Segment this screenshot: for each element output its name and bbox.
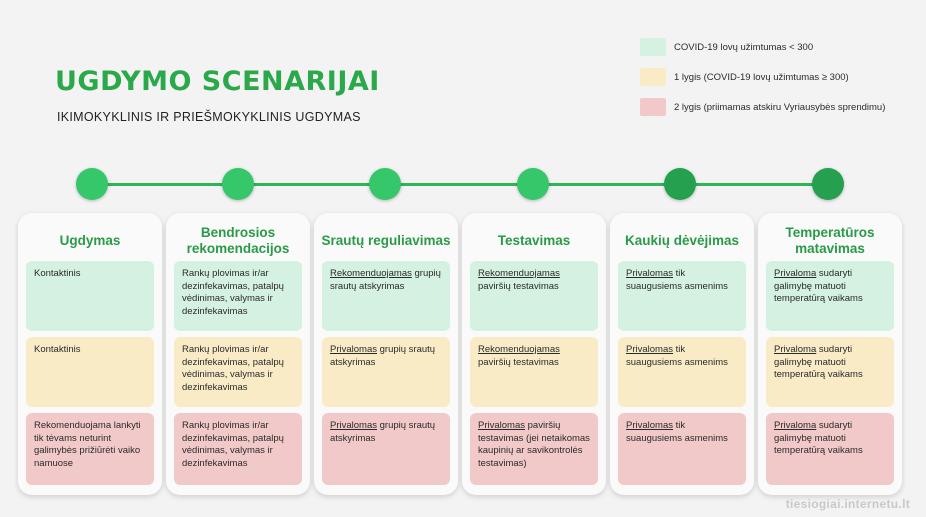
page-title: UGDYMO SCENARIJAI	[55, 66, 380, 97]
yellow-level-cell: Rekomenduojamas paviršių testavimas	[470, 337, 598, 407]
green-level-cell: Kontaktinis	[26, 261, 154, 331]
column-heading: Kaukių dėvėjimas	[624, 233, 740, 248]
red-level-cell: Privalomas paviršių testavimas (jei neta…	[470, 413, 598, 485]
red-level-cell: Privaloma sudaryti galimybę matuoti temp…	[766, 413, 894, 485]
legend-swatch-yellow	[640, 68, 666, 86]
yellow-level-cell: Privalomas tik suaugusiems asmenims	[618, 337, 746, 407]
watermark: tiesiogiai.internetu.lt	[785, 497, 910, 511]
red-level-cell: Privalomas grupių srautų atskyrimas	[322, 413, 450, 485]
column-heading: Testavimas	[497, 233, 571, 248]
red-level-cell: Rankų plovimas ir/ar dezinfekavimas, pat…	[174, 413, 302, 485]
timeline-line	[90, 183, 830, 186]
timeline-dot	[369, 168, 401, 200]
red-level-cell: Privalomas tik suaugusiems asmenims	[618, 413, 746, 485]
yellow-level-cell: Kontaktinis	[26, 337, 154, 407]
page-subtitle: IKIMOKYKLINIS IR PRIEŠMOKYKLINIS UGDYMAS	[57, 110, 361, 124]
legend-swatch-red	[640, 98, 666, 116]
column-heading: Ugdymas	[59, 233, 121, 248]
green-level-cell: Privalomas tik suaugusiems asmenims	[618, 261, 746, 331]
legend-item-yellow: 1 lygis (COVID-19 lovų užimtumas ≥ 300)	[640, 66, 920, 88]
yellow-level-cell: Privalomas grupių srautų atskyrimas	[322, 337, 450, 407]
scenario-column-srautai: Srautų reguliavimas Rekomenduojamas grup…	[314, 213, 458, 495]
column-heading: Srautų reguliavimas	[321, 233, 451, 248]
yellow-level-cell: Privaloma sudaryti galimybę matuoti temp…	[766, 337, 894, 407]
legend: COVID-19 lovų užimtumas < 300 1 lygis (C…	[640, 36, 920, 126]
scenario-column-testavimas: Testavimas Rekomenduojamas paviršių test…	[462, 213, 606, 495]
timeline-dot	[76, 168, 108, 200]
column-heading: Bendrosios rekomendacijos	[186, 225, 290, 256]
timeline-dot	[517, 168, 549, 200]
column-heading: Temperatūros matavimas	[785, 225, 875, 256]
yellow-level-cell: Rankų plovimas ir/ar dezinfekavimas, pat…	[174, 337, 302, 407]
scenario-column-ugdymas: Ugdymas Kontaktinis Kontaktinis Rekomend…	[18, 213, 162, 495]
timeline-dot	[812, 168, 844, 200]
legend-label: 1 lygis (COVID-19 lovų užimtumas ≥ 300)	[674, 71, 849, 83]
scenario-column-kaukes: Kaukių dėvėjimas Privalomas tik suaugusi…	[610, 213, 754, 495]
timeline-dot	[222, 168, 254, 200]
legend-label: COVID-19 lovų užimtumas < 300	[674, 41, 814, 53]
red-level-cell: Rekomenduojama lankyti tik tėvams neturi…	[26, 413, 154, 485]
green-level-cell: Rankų plovimas ir/ar dezinfekavimas, pat…	[174, 261, 302, 331]
scenario-column-rekomendacijos: Bendrosios rekomendacijos Rankų plovimas…	[166, 213, 310, 495]
legend-swatch-green	[640, 38, 666, 56]
legend-item-red: 2 lygis (priimamas atskiru Vyriausybės s…	[640, 96, 920, 118]
legend-label: 2 lygis (priimamas atskiru Vyriausybės s…	[674, 101, 886, 113]
timeline-dot	[664, 168, 696, 200]
scenario-column-temperatura: Temperatūros matavimas Privaloma sudaryt…	[758, 213, 902, 495]
green-level-cell: Rekomenduojamas grupių srautų atskyrimas	[322, 261, 450, 331]
green-level-cell: Rekomenduojamas paviršių testavimas	[470, 261, 598, 331]
legend-item-green: COVID-19 lovų užimtumas < 300	[640, 36, 920, 58]
green-level-cell: Privaloma sudaryti galimybę matuoti temp…	[766, 261, 894, 331]
